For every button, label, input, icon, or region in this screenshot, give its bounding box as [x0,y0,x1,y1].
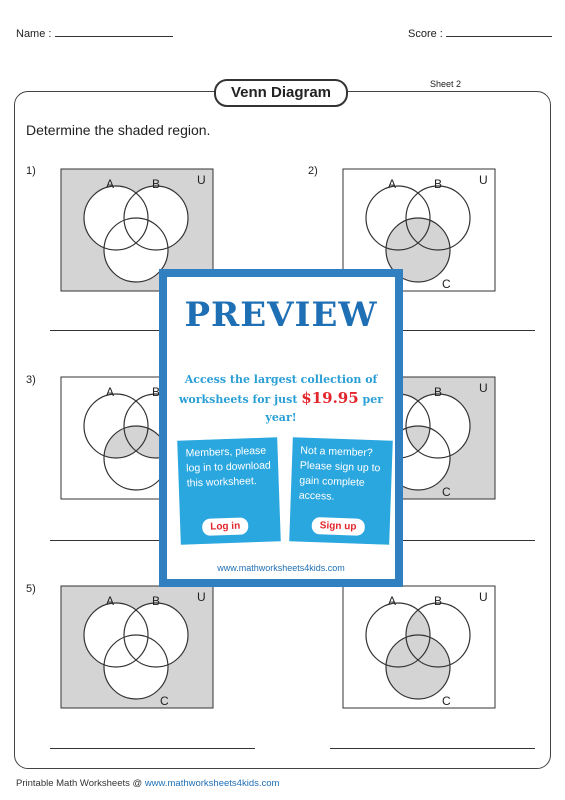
label-c: C [160,694,169,708]
sheet-label: Sheet 2 [430,79,462,89]
footer-url-link[interactable]: www.mathworksheets4kids.com [144,778,280,789]
question-number-2: 2) [308,165,318,177]
circle-outline-0 [83,185,149,251]
circle-outline-0 [365,602,431,668]
offer-text-end: per year! [265,393,384,424]
label-b: B [434,385,442,399]
question-number-3: 3) [26,374,36,386]
label-b: B [152,177,160,191]
name-label: Name : [16,28,52,40]
label-b: B [152,385,160,399]
question-number-5: 5) [26,583,36,595]
score-label: Score : [408,28,443,40]
circle-outline-0 [83,393,149,459]
circle-outline-2 [103,634,169,700]
label-b: B [152,594,160,608]
offer-price: $19.95 [301,389,359,407]
label-a: A [388,594,396,608]
label-a: A [388,177,396,191]
label-b: B [434,177,442,191]
circle-outline-0 [365,185,431,251]
name-field: Name : [16,28,173,40]
circle-outline-1 [405,393,471,459]
circle-outline-2 [385,634,451,700]
name-line [54,36,173,37]
answer-line-4 [330,540,535,541]
circle-fill-2 [104,635,168,699]
answer-line-3 [50,540,255,541]
nonmember-card: Not a member? Please sign up to gain com… [289,437,393,545]
signup-button[interactable]: Sign up [311,517,365,536]
offer-text: Access the largest collection of workshe… [178,373,378,406]
nonmember-text: Not a member? Please sign up to gain com… [298,444,381,503]
answer-line-2 [330,330,535,331]
label-c: C [442,694,451,708]
label-u: U [197,173,206,187]
preview-offer: Access the largest collection of workshe… [173,371,389,427]
circle-outline-0 [83,602,149,668]
answer-line-5 [50,748,255,749]
label-c: C [442,485,451,499]
circle-outline-1 [123,602,189,668]
circle-outline-1 [405,602,471,668]
circle-fill-2 [104,218,168,282]
preview-url-link[interactable]: www.mathworksheets4kids.com [217,563,345,573]
label-b: B [434,594,442,608]
venn-diagram-6: A B C U [342,585,496,709]
label-u: U [479,173,488,187]
footer: Printable Math Worksheets @ www.mathwork… [16,778,279,789]
label-a: A [106,385,114,399]
score-line [445,36,552,37]
label-a: A [106,594,114,608]
worksheet-title: Venn Diagram [214,79,348,107]
member-card: Members, please log in to download this … [177,437,281,545]
label-u: U [479,590,488,604]
answer-line-6 [330,748,535,749]
label-u: U [197,590,206,604]
venn-diagram-5: A B C U [60,585,214,709]
label-u: U [479,381,488,395]
score-field: Score : [408,28,552,40]
circle-outline-1 [405,185,471,251]
preview-overlay: PREVIEW Access the largest collection of… [159,269,403,587]
label-c: C [442,277,451,291]
circle-outline-2 [385,217,451,283]
answer-line-1 [50,330,255,331]
footer-text: Printable Math Worksheets @ [16,778,143,789]
circle-outline-1 [123,185,189,251]
question-number-1: 1) [26,165,36,177]
login-button[interactable]: Log in [201,517,249,536]
instruction: Determine the shaded region. [26,122,211,138]
circle-outline-2 [103,217,169,283]
member-text: Members, please log in to download this … [185,444,272,490]
preview-title: PREVIEW [184,295,378,335]
preview-panel: PREVIEW Access the largest collection of… [167,277,395,579]
label-a: A [106,177,114,191]
